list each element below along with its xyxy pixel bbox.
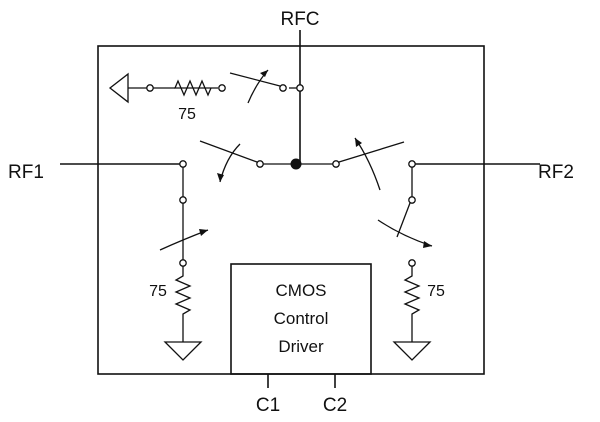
driver-line-2: Control bbox=[274, 309, 329, 328]
driver-line-1: CMOS bbox=[276, 281, 327, 300]
ground-icon bbox=[108, 72, 129, 104]
port-label-c2: C2 bbox=[323, 395, 347, 416]
rfc-termination-branch: 75 bbox=[108, 69, 304, 123]
switch-arrow-head bbox=[423, 241, 432, 248]
rf2-termination-branch: 75 bbox=[377, 167, 445, 361]
switch-arrow-head bbox=[355, 138, 362, 147]
resistor-icon bbox=[174, 266, 192, 322]
rf1-resistor-value: 75 bbox=[149, 283, 167, 300]
ground-icon bbox=[392, 341, 432, 361]
switch-arrow-head bbox=[199, 229, 208, 236]
resistor-icon bbox=[403, 266, 421, 322]
driver-line-3: Driver bbox=[278, 337, 324, 356]
rf2-series-path bbox=[301, 137, 540, 191]
port-label-rf1: RF1 bbox=[8, 162, 44, 183]
resistor-icon bbox=[174, 79, 218, 97]
rfc-resistor-value: 75 bbox=[178, 106, 196, 123]
ground-icon bbox=[163, 341, 203, 361]
rf2-resistor-value: 75 bbox=[427, 283, 445, 300]
rf1-termination-branch: 75 bbox=[149, 167, 209, 361]
switch-arrow-head bbox=[260, 70, 268, 77]
switch-arrow-head bbox=[217, 173, 224, 182]
common-junction bbox=[290, 158, 302, 170]
port-label-rfc: RFC bbox=[280, 9, 319, 30]
port-label-rf2: RF2 bbox=[538, 162, 574, 183]
cmos-driver-block: CMOS Control Driver bbox=[230, 263, 372, 388]
rf1-series-path bbox=[60, 140, 302, 183]
port-label-c1: C1 bbox=[256, 395, 280, 416]
